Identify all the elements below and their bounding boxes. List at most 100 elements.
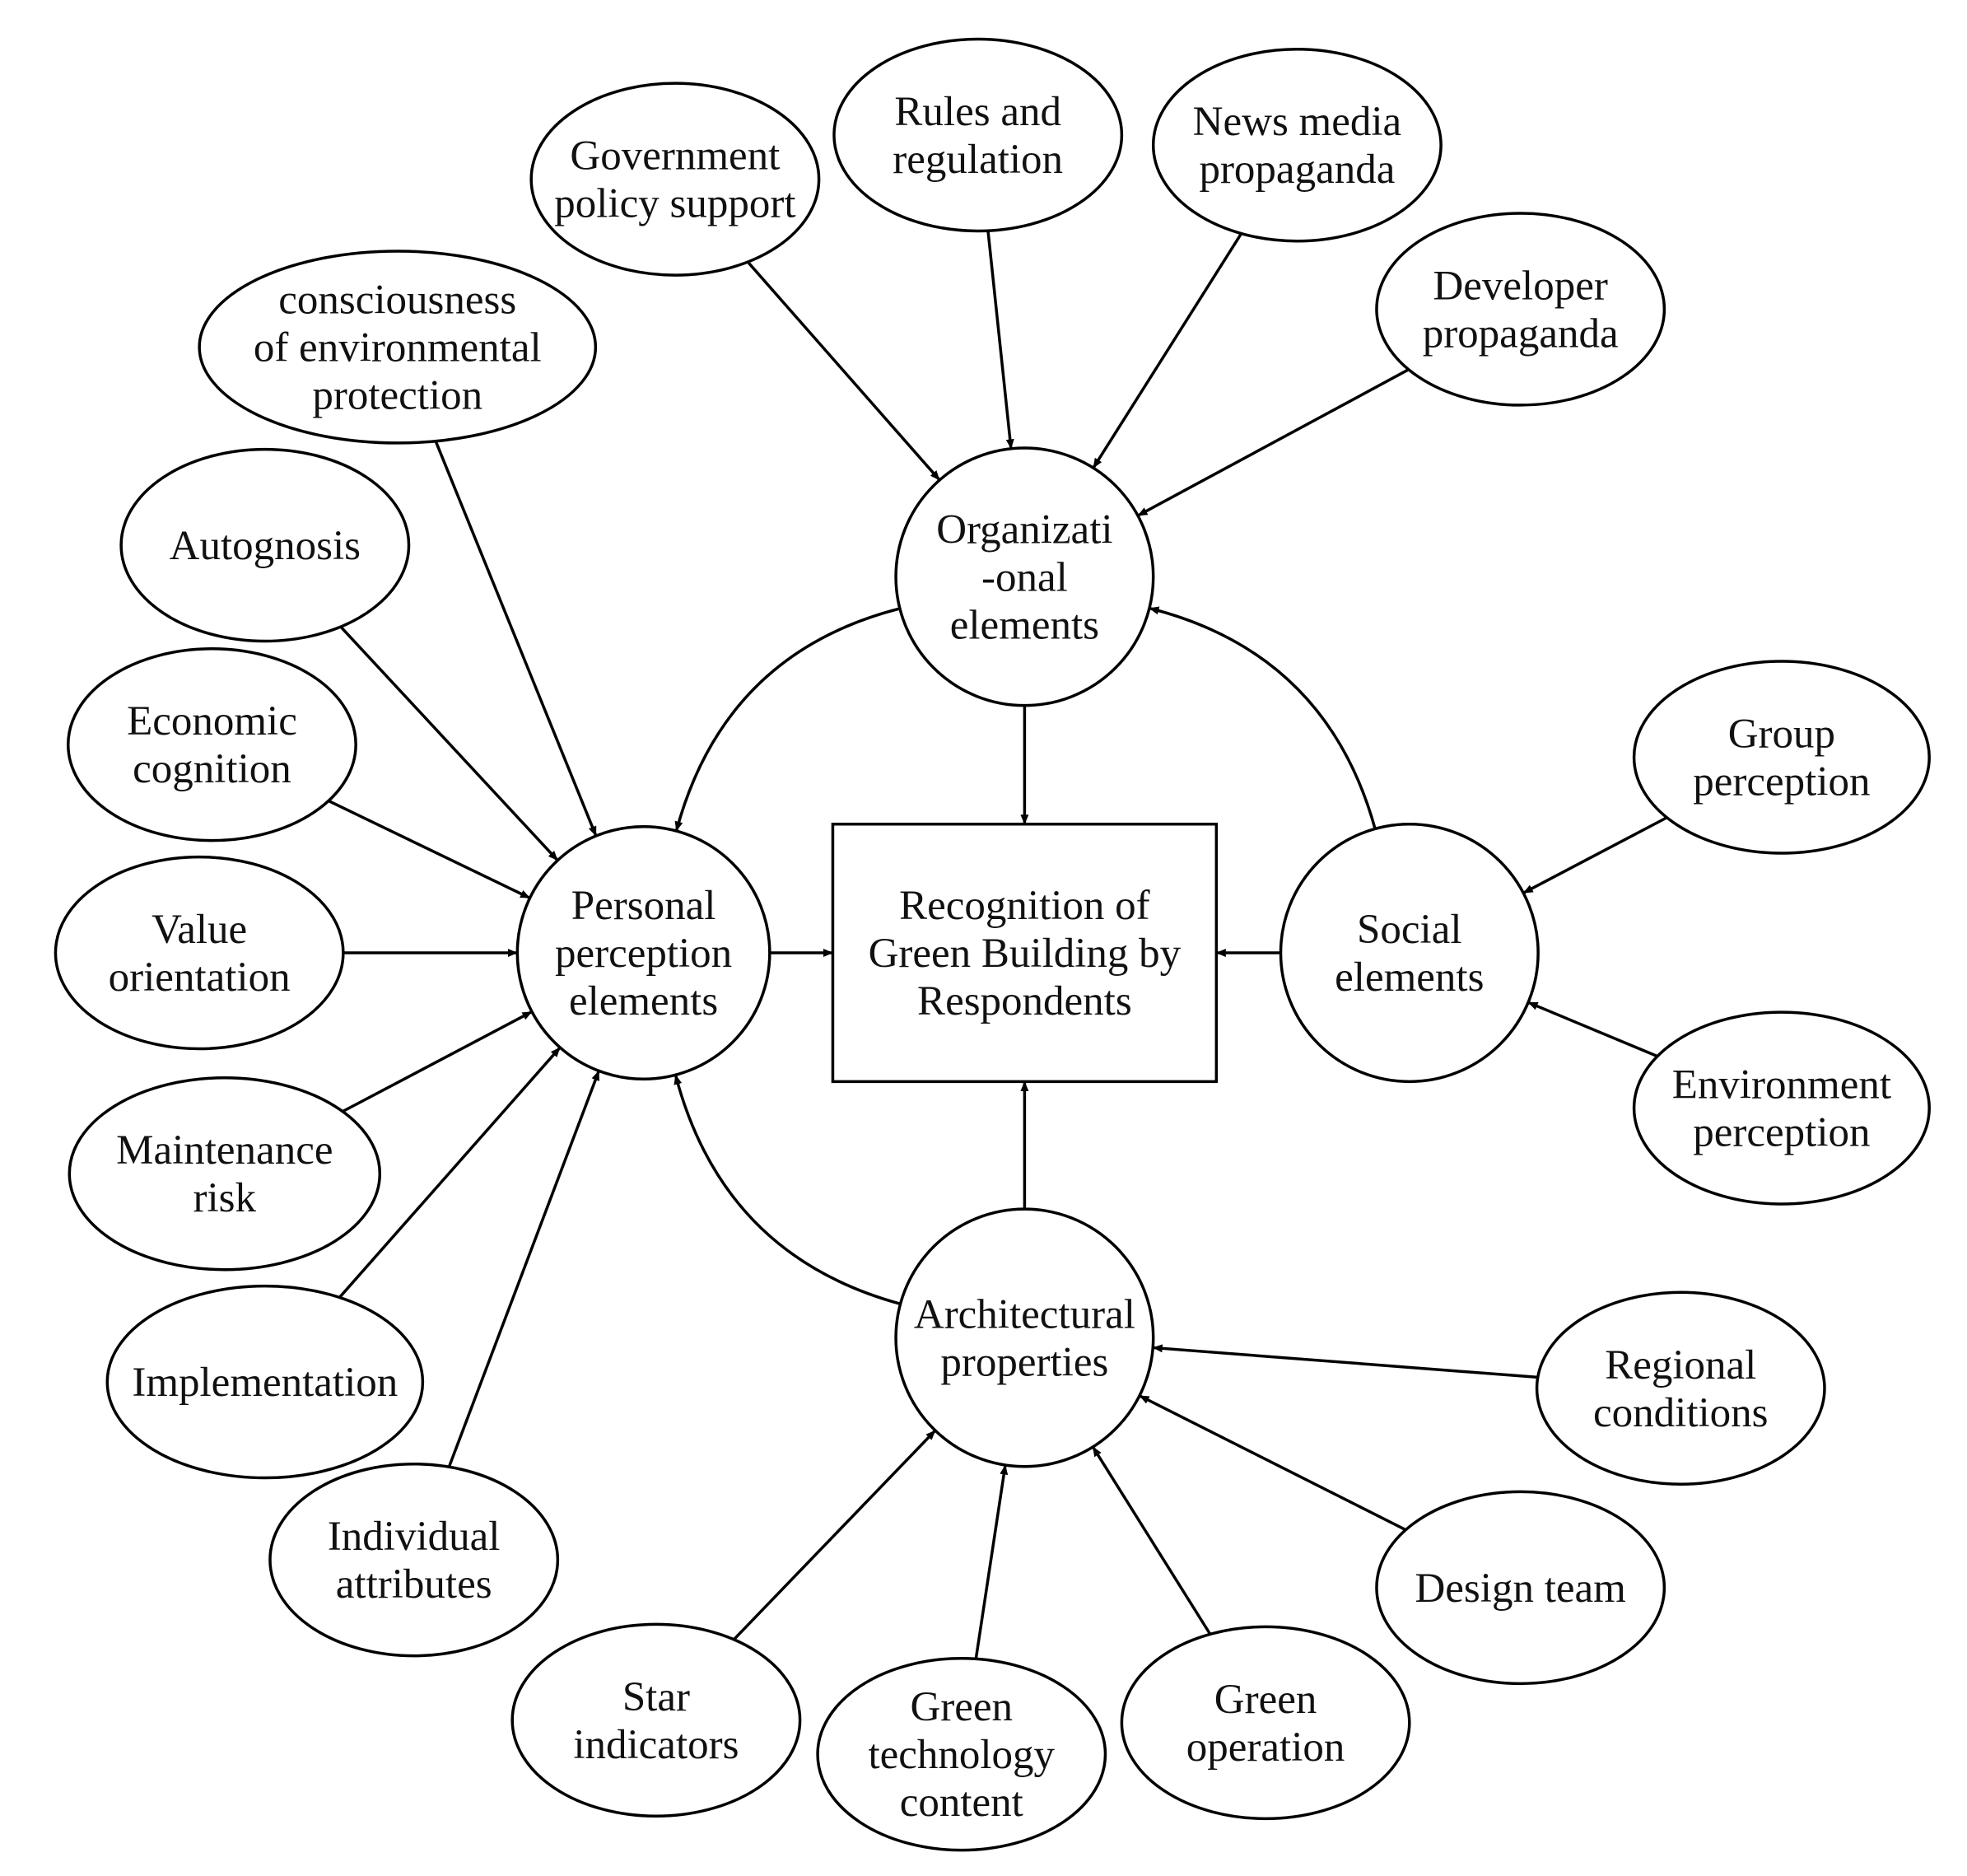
node-environment-shape <box>1632 1010 1931 1206</box>
node-autognosis-label-line: Autognosis <box>170 523 361 569</box>
arrow-developer-to-organizational <box>1137 368 1410 517</box>
arrow-regional-to-architectural <box>1152 1344 1538 1379</box>
arrow-green_operation-to-architectural <box>1091 1446 1212 1636</box>
node-developer-shape <box>1375 212 1666 407</box>
node-individual-label-line: attributes <box>336 1561 492 1608</box>
arrow-green_tech-to-architectural <box>974 1464 1009 1659</box>
node-autognosis-shape <box>119 447 411 643</box>
node-social-label-line: Social <box>1357 907 1461 953</box>
node-implementation-label-line: Implementation <box>132 1360 398 1406</box>
node-social-shape <box>1279 822 1540 1084</box>
node-gov-policy-label-line: Government <box>570 133 780 180</box>
arrow-env_consciousness-to-personal <box>434 441 598 837</box>
arrow-gov_policy-to-organizational <box>746 260 941 482</box>
node-rules-shape <box>832 37 1124 233</box>
arrow-environment-to-social <box>1527 1001 1658 1058</box>
node-individual-label-line: Individual <box>328 1514 501 1560</box>
node-design-team: Design team <box>1375 1490 1666 1686</box>
node-group-label-line: Group <box>1728 712 1835 758</box>
node-developer-label-line: propaganda <box>1423 310 1619 357</box>
node-env-consciousness-label-line: of environmental <box>254 324 542 371</box>
node-individual-shape <box>268 1462 560 1658</box>
node-rules-label-line: regulation <box>893 137 1063 183</box>
node-maintenance-label-line: risk <box>193 1175 257 1221</box>
node-green-tech-label-line: Green <box>910 1684 1013 1730</box>
node-center-label-line: Recognition of <box>899 883 1150 929</box>
node-green-tech-label-line: technology <box>868 1732 1055 1778</box>
node-star-shape <box>510 1622 802 1818</box>
node-env-consciousness-label-line: protection <box>312 372 482 418</box>
node-gov-policy-shape <box>529 82 821 277</box>
arrow-social-to-organizational <box>1149 606 1377 829</box>
node-personal-label-line: Personal <box>571 883 716 929</box>
arrow-economic-to-personal <box>328 799 531 900</box>
node-maintenance-shape <box>68 1076 382 1272</box>
node-news-media-shape <box>1151 48 1443 243</box>
node-value-label-line: Value <box>151 907 247 953</box>
node-organizational-shape <box>894 446 1155 707</box>
node-architectural-label-line: properties <box>940 1339 1108 1385</box>
node-organizational-label-line: elements <box>950 602 1099 648</box>
node-value-label-line: orientation <box>109 954 291 1001</box>
node-regional-label-line: conditions <box>1593 1390 1769 1436</box>
node-personal-shape <box>515 825 771 1081</box>
arrow-rules-to-organizational <box>986 230 1014 450</box>
node-economic-label-line: cognition <box>133 746 291 792</box>
node-organizational-label-line: Organizati <box>936 506 1112 553</box>
node-green-operation-label-line: Green <box>1214 1677 1317 1723</box>
node-center-label-line: Green Building by <box>869 931 1182 977</box>
node-env-consciousness-label-line: consciousness <box>278 277 516 323</box>
arrow-organizational-to-personal <box>674 607 901 832</box>
node-star-label-line: indicators <box>573 1722 739 1768</box>
node-implementation-shape <box>105 1284 425 1480</box>
node-rules-label-line: Rules and <box>894 89 1061 135</box>
node-personal-label-line: perception <box>555 931 732 977</box>
node-green-operation-shape <box>1120 1625 1411 1821</box>
node-group-shape <box>1632 660 1931 855</box>
arrow-implementation-to-personal <box>338 1046 562 1299</box>
node-architectural-shape <box>894 1207 1155 1468</box>
node-environment-label-line: perception <box>1693 1110 1870 1156</box>
node-developer-label-line: Developer <box>1433 263 1607 309</box>
node-group-label-line: perception <box>1693 759 1870 805</box>
edges-layer <box>328 230 1668 1659</box>
node-architectural-label-line: Architectural <box>914 1291 1135 1337</box>
arrow-group-to-social <box>1522 816 1668 894</box>
node-maintenance-label-line: Maintenance <box>116 1127 333 1174</box>
node-env-consciousness-shape <box>198 250 598 445</box>
node-gov-policy-label-line: policy support <box>554 181 795 227</box>
node-design-team-label-line: Design team <box>1415 1566 1625 1612</box>
node-economic-shape <box>67 646 357 842</box>
node-green-operation-label-line: operation <box>1186 1724 1345 1771</box>
arrow-maintenance-to-personal <box>342 1010 533 1113</box>
node-implementation: Implementation <box>105 1284 425 1480</box>
node-center-shape <box>831 822 1219 1084</box>
node-news-media-label-line: propaganda <box>1199 147 1395 193</box>
node-organizational-label-line: -onal <box>981 554 1068 600</box>
arrow-individual-to-personal <box>447 1070 600 1468</box>
node-center-label-line: Respondents <box>917 978 1132 1024</box>
node-regional-shape <box>1535 1290 1826 1486</box>
node-green-tech-shape <box>816 1656 1107 1852</box>
node-social-label-line: elements <box>1335 954 1484 1001</box>
node-personal-label-line: elements <box>569 978 718 1024</box>
arrow-architectural-to-personal <box>674 1074 902 1305</box>
arrow-design_team-to-architectural <box>1139 1394 1407 1532</box>
